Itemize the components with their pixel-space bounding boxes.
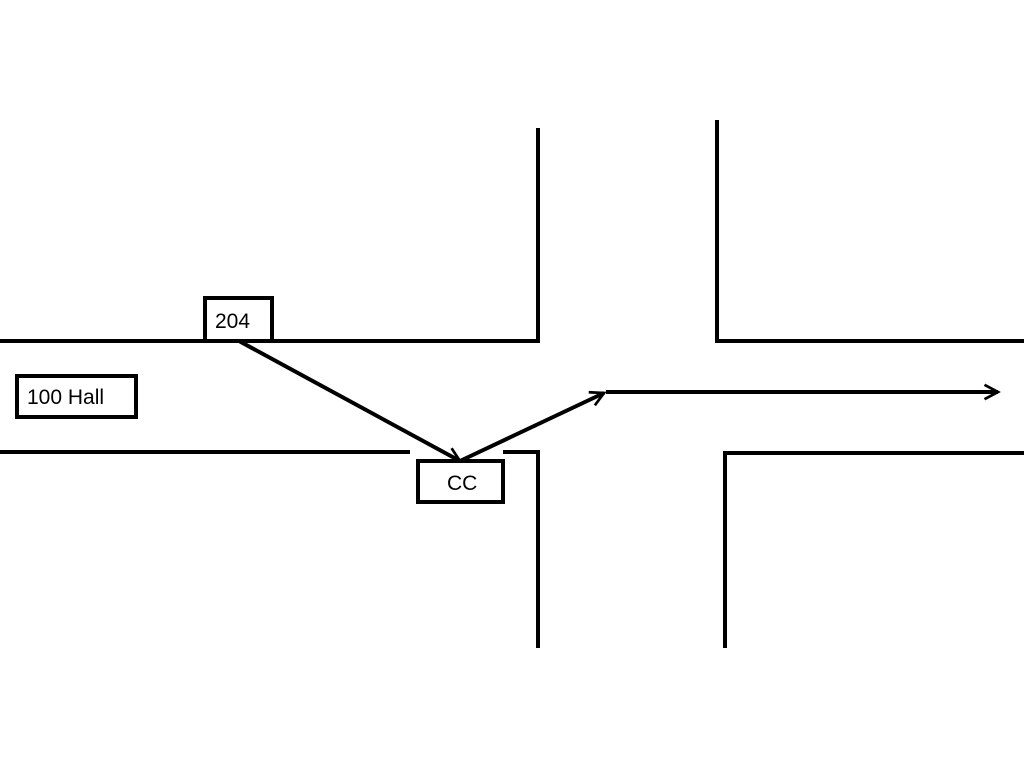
- route-arrow-cc-to-junction: [459, 393, 604, 463]
- label-100-hall: 100 Hall: [15, 374, 138, 419]
- wall-upper-left: [0, 128, 540, 343]
- label-204: 204: [203, 296, 274, 343]
- label-204-text: 204: [215, 310, 250, 333]
- label-100-hall-text: 100 Hall: [27, 386, 104, 409]
- wall-upper-right: [715, 120, 1024, 343]
- label-cc-text: CC: [447, 472, 477, 495]
- route-arrow-204-to-cc: [238, 339, 460, 463]
- wall-lower-right: [723, 451, 1024, 648]
- label-cc: CC: [416, 459, 505, 504]
- label-100-hall-box: [15, 374, 138, 419]
- label-204-box: [203, 296, 274, 343]
- route: [238, 339, 998, 463]
- hallway-walls: [0, 120, 1024, 648]
- label-cc-box: [416, 459, 505, 504]
- wall-lower-left-b: [503, 450, 540, 648]
